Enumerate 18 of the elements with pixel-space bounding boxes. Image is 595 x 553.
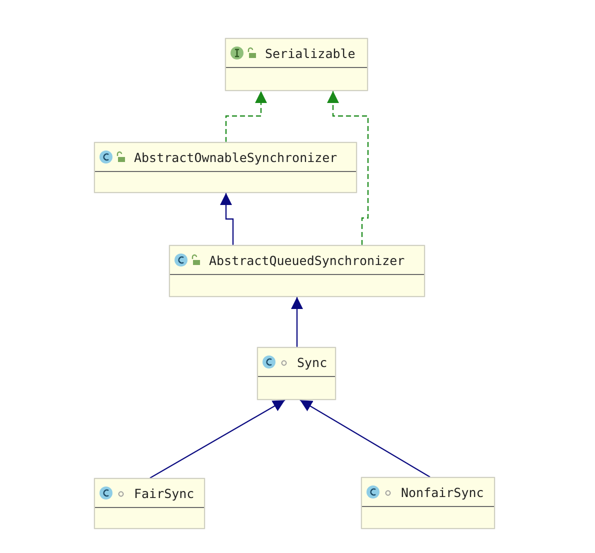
class-name: Sync bbox=[297, 354, 328, 370]
arrow bbox=[300, 399, 430, 478]
arrow bbox=[220, 193, 234, 245]
class-box bbox=[225, 38, 368, 91]
class-box bbox=[94, 142, 357, 193]
class-box bbox=[361, 477, 495, 529]
class-name: AbstractQueuedSynchronizer bbox=[209, 252, 405, 268]
arrow bbox=[291, 297, 303, 347]
class-box bbox=[257, 347, 336, 400]
class-box bbox=[169, 245, 425, 297]
dashed-arrow bbox=[327, 91, 369, 245]
class-name: NonfairSync bbox=[401, 484, 484, 500]
class-name: FairSync bbox=[134, 486, 194, 500]
class-box bbox=[94, 478, 205, 529]
class-name: AbstractOwnableSynchronizer bbox=[134, 150, 338, 164]
arrow bbox=[150, 399, 286, 479]
dashed-arrow bbox=[225, 91, 267, 142]
class-name: Serializable bbox=[265, 46, 356, 60]
